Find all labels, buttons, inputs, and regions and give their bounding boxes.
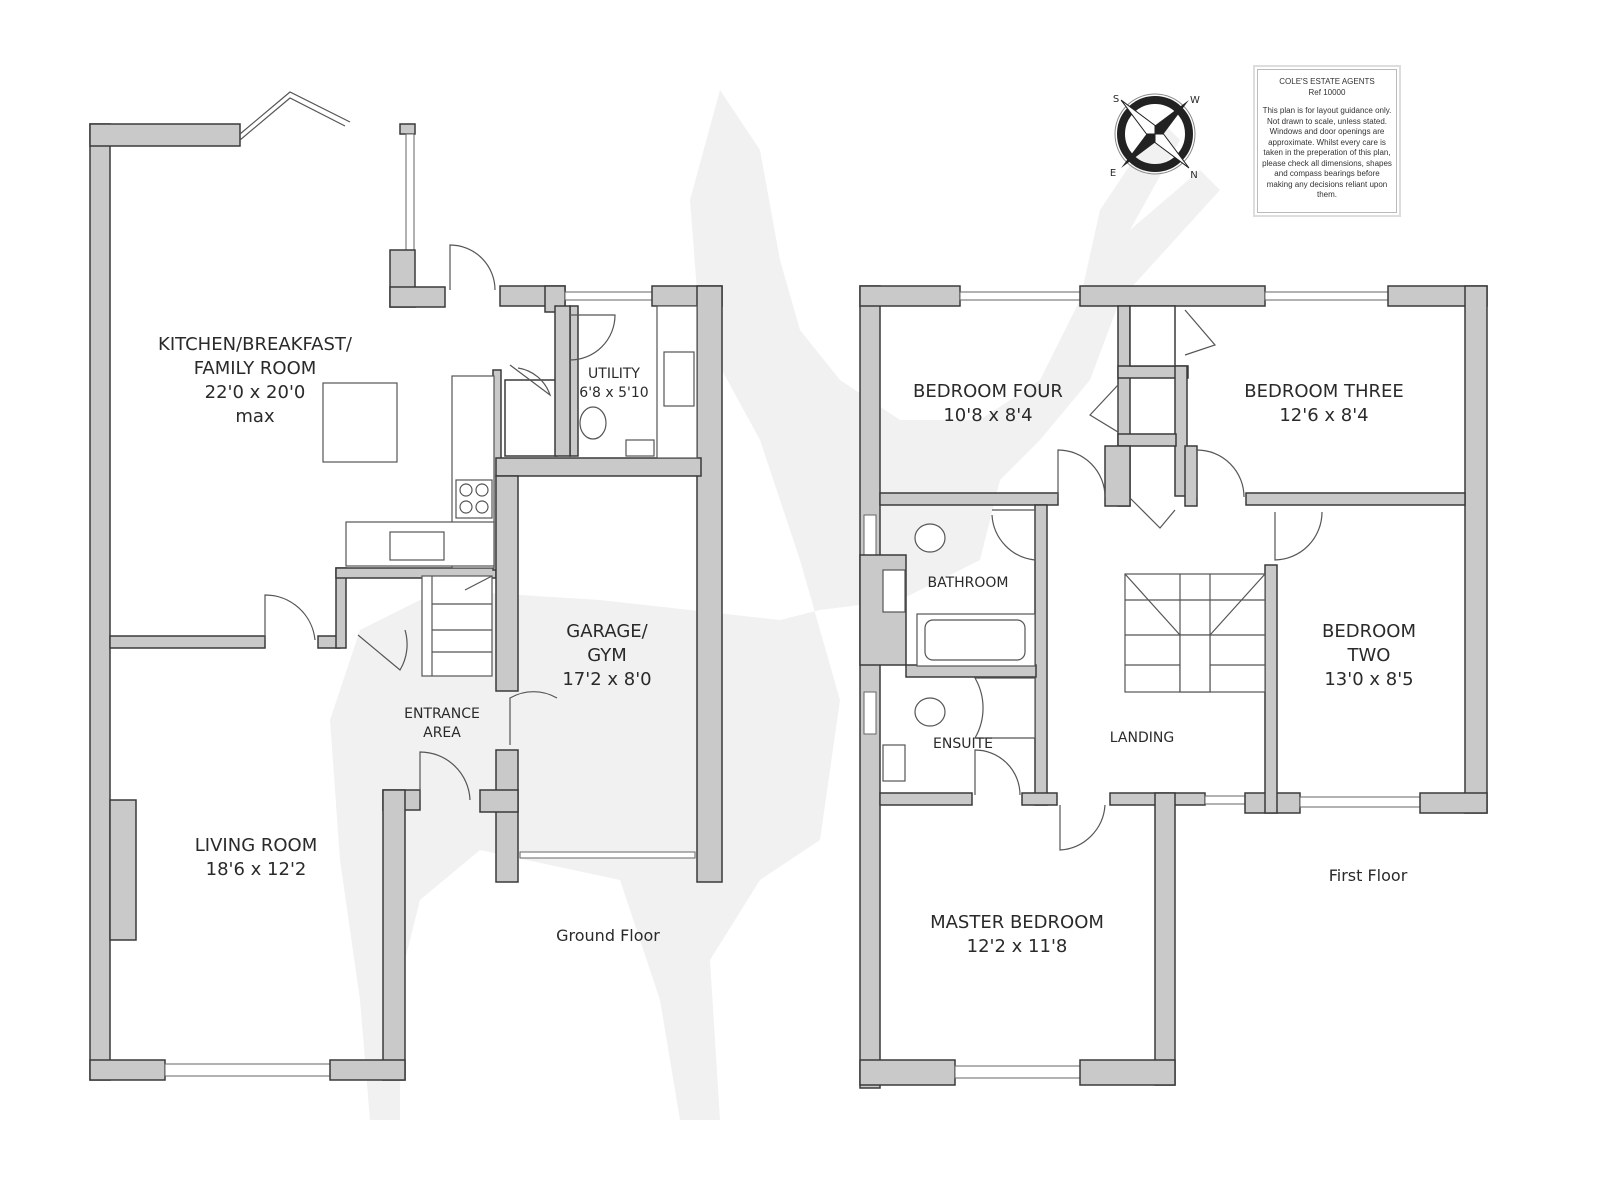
ground-floor-title: Ground Floor <box>556 926 660 945</box>
garage-name-1: GARAGE/ <box>566 621 648 642</box>
living-name: LIVING ROOM <box>195 835 317 856</box>
entrance-name-1: ENTRANCE <box>404 706 480 722</box>
bathroom-name: BATHROOM <box>927 575 1008 591</box>
utility-size: 6'8 x 5'10 <box>579 385 648 401</box>
bed4-name: BEDROOM FOUR <box>913 381 1063 402</box>
compass-w: W <box>1190 95 1200 106</box>
agent-disclaimer-box: COLE'S ESTATE AGENTS Ref 10000 This plan… <box>1253 65 1401 217</box>
kitchen-name-2: FAMILY ROOM <box>194 358 317 379</box>
compass-e: E <box>1110 168 1116 179</box>
kitchen-size: 22'0 x 20'0 <box>205 382 306 403</box>
agent-ref: Ref 10000 <box>1308 87 1346 97</box>
garage-name-2: GYM <box>587 645 627 666</box>
deer-watermark <box>330 90 1220 1120</box>
landing-name: LANDING <box>1110 730 1174 746</box>
bed3-name: BEDROOM THREE <box>1244 381 1403 402</box>
bed4-size: 10'8 x 8'4 <box>943 405 1032 426</box>
master-name: MASTER BEDROOM <box>930 912 1104 933</box>
kitchen-name-1: KITCHEN/BREAKFAST/ <box>158 334 353 355</box>
compass-s: S <box>1113 94 1119 105</box>
agent-name: COLE'S ESTATE AGENTS <box>1279 77 1375 86</box>
living-size: 18'6 x 12'2 <box>206 859 307 880</box>
garage-size: 17'2 x 8'0 <box>562 669 651 690</box>
disclaimer-text: This plan is for layout guidance only. N… <box>1262 106 1392 199</box>
first-floor-fixtures <box>882 309 1323 851</box>
bed3-size: 12'6 x 8'4 <box>1279 405 1368 426</box>
entrance-name-2: AREA <box>423 725 461 741</box>
compass-n: N <box>1190 170 1197 181</box>
bed2-size: 13'0 x 8'5 <box>1324 669 1413 690</box>
kitchen-note: max <box>235 406 275 427</box>
master-size: 12'2 x 11'8 <box>967 936 1068 957</box>
first-floor-walls <box>859 285 1488 1089</box>
ground-floor-walls <box>89 123 723 1081</box>
first-floor-title: First Floor <box>1329 866 1408 885</box>
utility-name: UTILITY <box>588 366 640 382</box>
compass-icon <box>1114 93 1196 175</box>
ensuite-name: ENSUITE <box>933 736 993 752</box>
bed2-name-2: TWO <box>1347 645 1391 666</box>
ground-floor-fixtures <box>239 91 698 801</box>
bed2-name-1: BEDROOM <box>1322 621 1416 642</box>
